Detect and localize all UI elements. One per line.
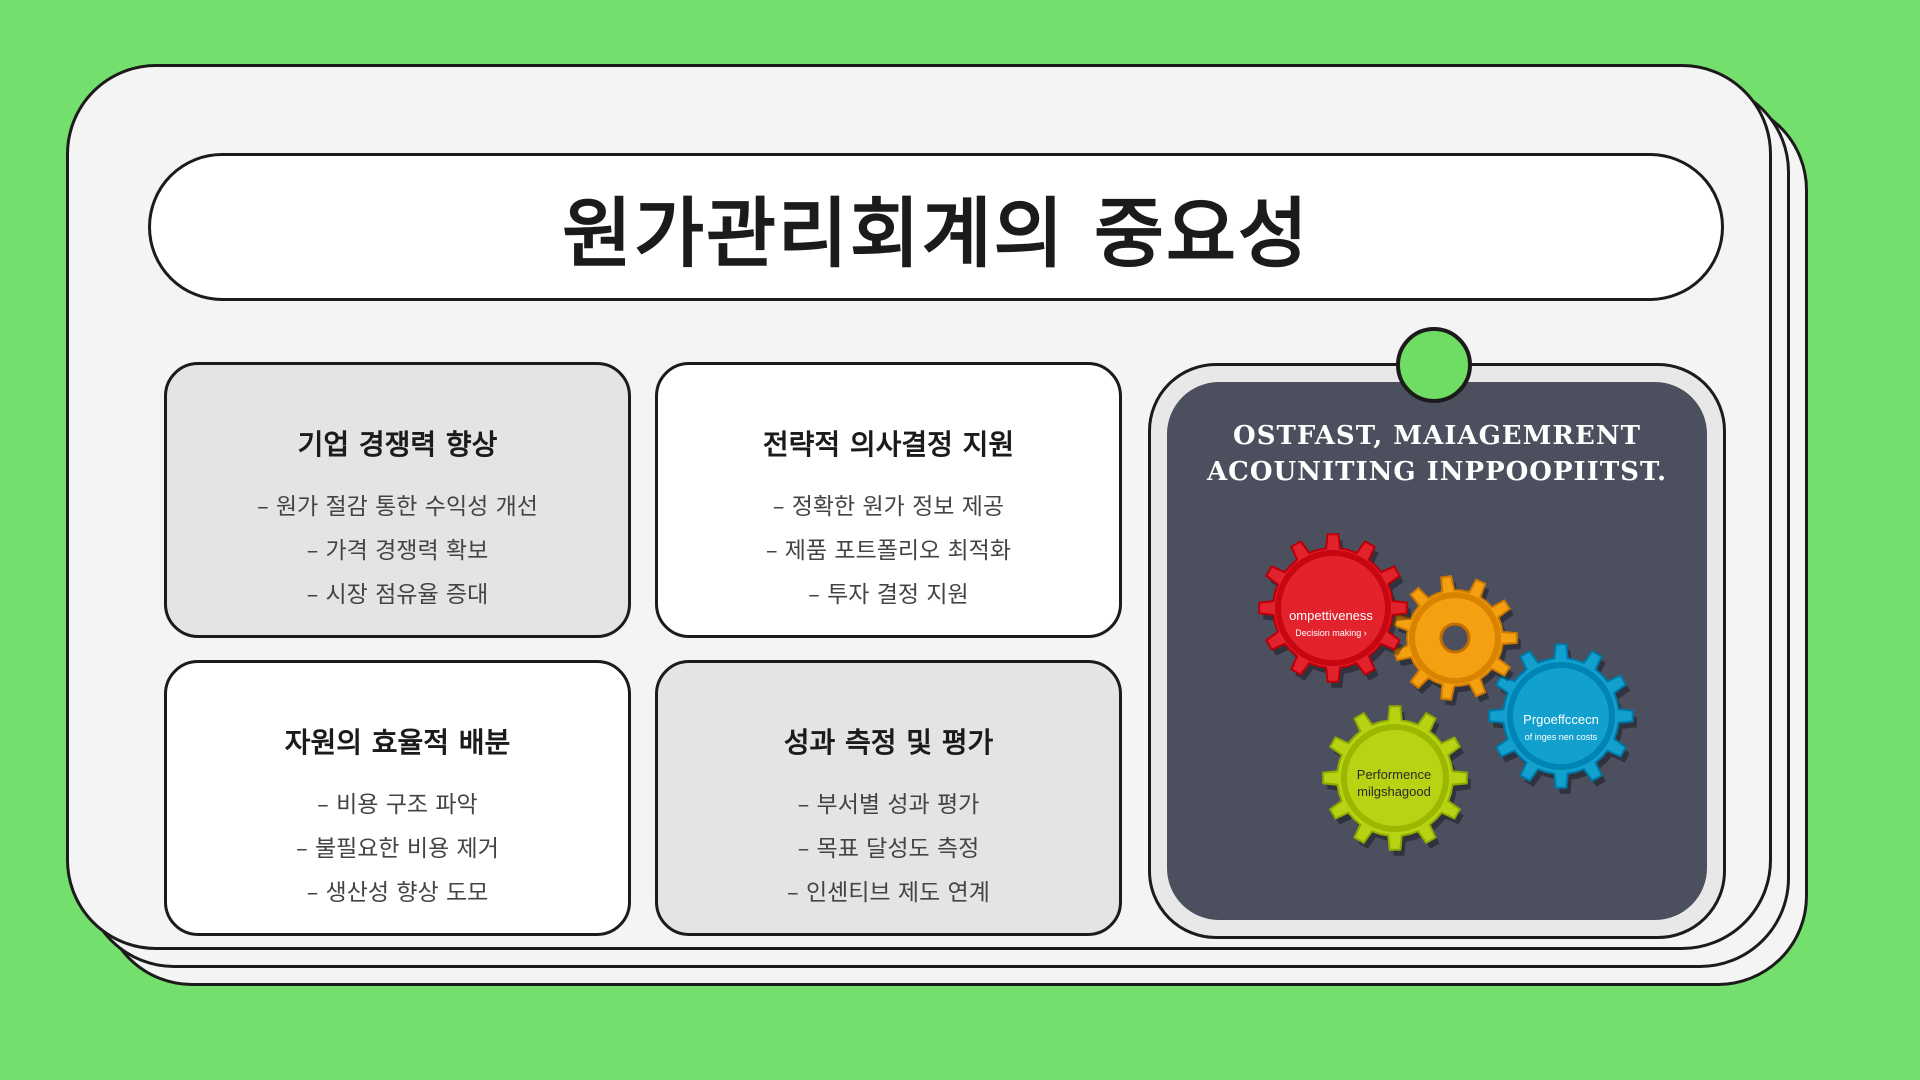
tile-bullet-list: – 정확한 원가 정보 제공 – 제품 포트폴리오 최적화 – 투자 결정 지원 — [766, 485, 1011, 617]
tile-bullet-list: – 부서별 성과 평가 – 목표 달성도 측정 – 인센티브 제도 연계 — [787, 783, 990, 915]
infographic-title-line: ACOUNITING INPPOOPIITST. — [1206, 457, 1668, 487]
tile-bullet-list: – 원가 절감 통한 수익성 개선 – 가격 경쟁력 확보 – 시장 점유율 증… — [257, 485, 538, 617]
gear-label: Prgoeffccecn — [1523, 712, 1599, 727]
gear-label: Performence — [1357, 767, 1431, 782]
gear-face — [1513, 668, 1609, 764]
tile-bullet: – 부서별 성과 평가 — [797, 792, 980, 818]
tile-resource-allocation: 자원의 효율적 배분 – 비용 구조 파악 – 불필요한 비용 제거 – 생산성… — [164, 660, 631, 936]
tile-bullet: – 원가 절감 통한 수익성 개선 — [257, 494, 538, 520]
tile-heading: 자원의 효율적 배분 — [284, 726, 511, 759]
tile-heading: 전략적 의사결정 지원 — [762, 428, 1015, 461]
tile-bullet: – 불필요한 비용 제거 — [296, 836, 499, 862]
red-gear-icon — [1258, 533, 1411, 688]
tile-heading: 성과 측정 및 평가 — [783, 726, 994, 759]
tile-bullet: – 가격 경쟁력 확보 — [306, 538, 489, 564]
tile-heading: 기업 경쟁력 향상 — [297, 428, 498, 461]
tile-bullet: – 인센티브 제도 연계 — [787, 880, 990, 906]
tile-bullet-list: – 비용 구조 파악 – 불필요한 비용 제거 – 생산성 향상 도모 — [296, 783, 499, 915]
tile-decision-support: 전략적 의사결정 지원 – 정확한 원가 정보 제공 – 제품 포트폴리오 최적… — [655, 362, 1122, 638]
orange-gear-icon — [1393, 574, 1521, 706]
gear-face — [1347, 730, 1443, 826]
gears-illustration: ompettiveness Decision making › Prgoeffc… — [1258, 533, 1637, 856]
pin-dot — [1396, 327, 1472, 403]
gear-hole — [1439, 622, 1471, 654]
infographic-title-line: OSTFAST, MAIAGEMRENT — [1233, 421, 1641, 451]
tile-bullet: – 제품 포트폴리오 최적화 — [765, 538, 1012, 564]
tile-bullet: – 시장 점유율 증대 — [306, 582, 489, 608]
tile-bullet: – 목표 달성도 측정 — [797, 836, 980, 862]
tile-bullet: – 정확한 원가 정보 제공 — [772, 494, 1005, 520]
gear-sublabel: of inges nen costs — [1525, 732, 1598, 742]
blue-gear-icon — [1488, 643, 1637, 794]
infographic-frame: OSTFAST, MAIAGEMRENT ACOUNITING INPPOOPI… — [1148, 363, 1726, 939]
gear-face — [1281, 556, 1385, 660]
tile-bullet: – 생산성 향상 도모 — [306, 880, 489, 906]
infographic-panel: OSTFAST, MAIAGEMRENT ACOUNITING INPPOOPI… — [1167, 382, 1707, 920]
infographic-title: OSTFAST, MAIAGEMRENT ACOUNITING INPPOOPI… — [1167, 418, 1707, 490]
tile-competitiveness: 기업 경쟁력 향상 – 원가 절감 통한 수익성 개선 – 가격 경쟁력 확보 … — [164, 362, 631, 638]
green-gear-icon — [1322, 705, 1471, 856]
tile-bullet: – 투자 결정 지원 — [808, 582, 969, 608]
tile-bullet: – 비용 구조 파악 — [317, 792, 478, 818]
slide-title: 원가관리회계의 중요성 — [562, 189, 1310, 278]
title-banner: 원가관리회계의 중요성 — [148, 153, 1724, 301]
gear-sublabel: milgshagood — [1357, 784, 1431, 799]
gear-sublabel: Decision making › — [1295, 628, 1367, 638]
gear-label: ompettiveness — [1289, 608, 1373, 623]
tile-performance-measurement: 성과 측정 및 평가 – 부서별 성과 평가 – 목표 달성도 측정 – 인센티… — [655, 660, 1122, 936]
